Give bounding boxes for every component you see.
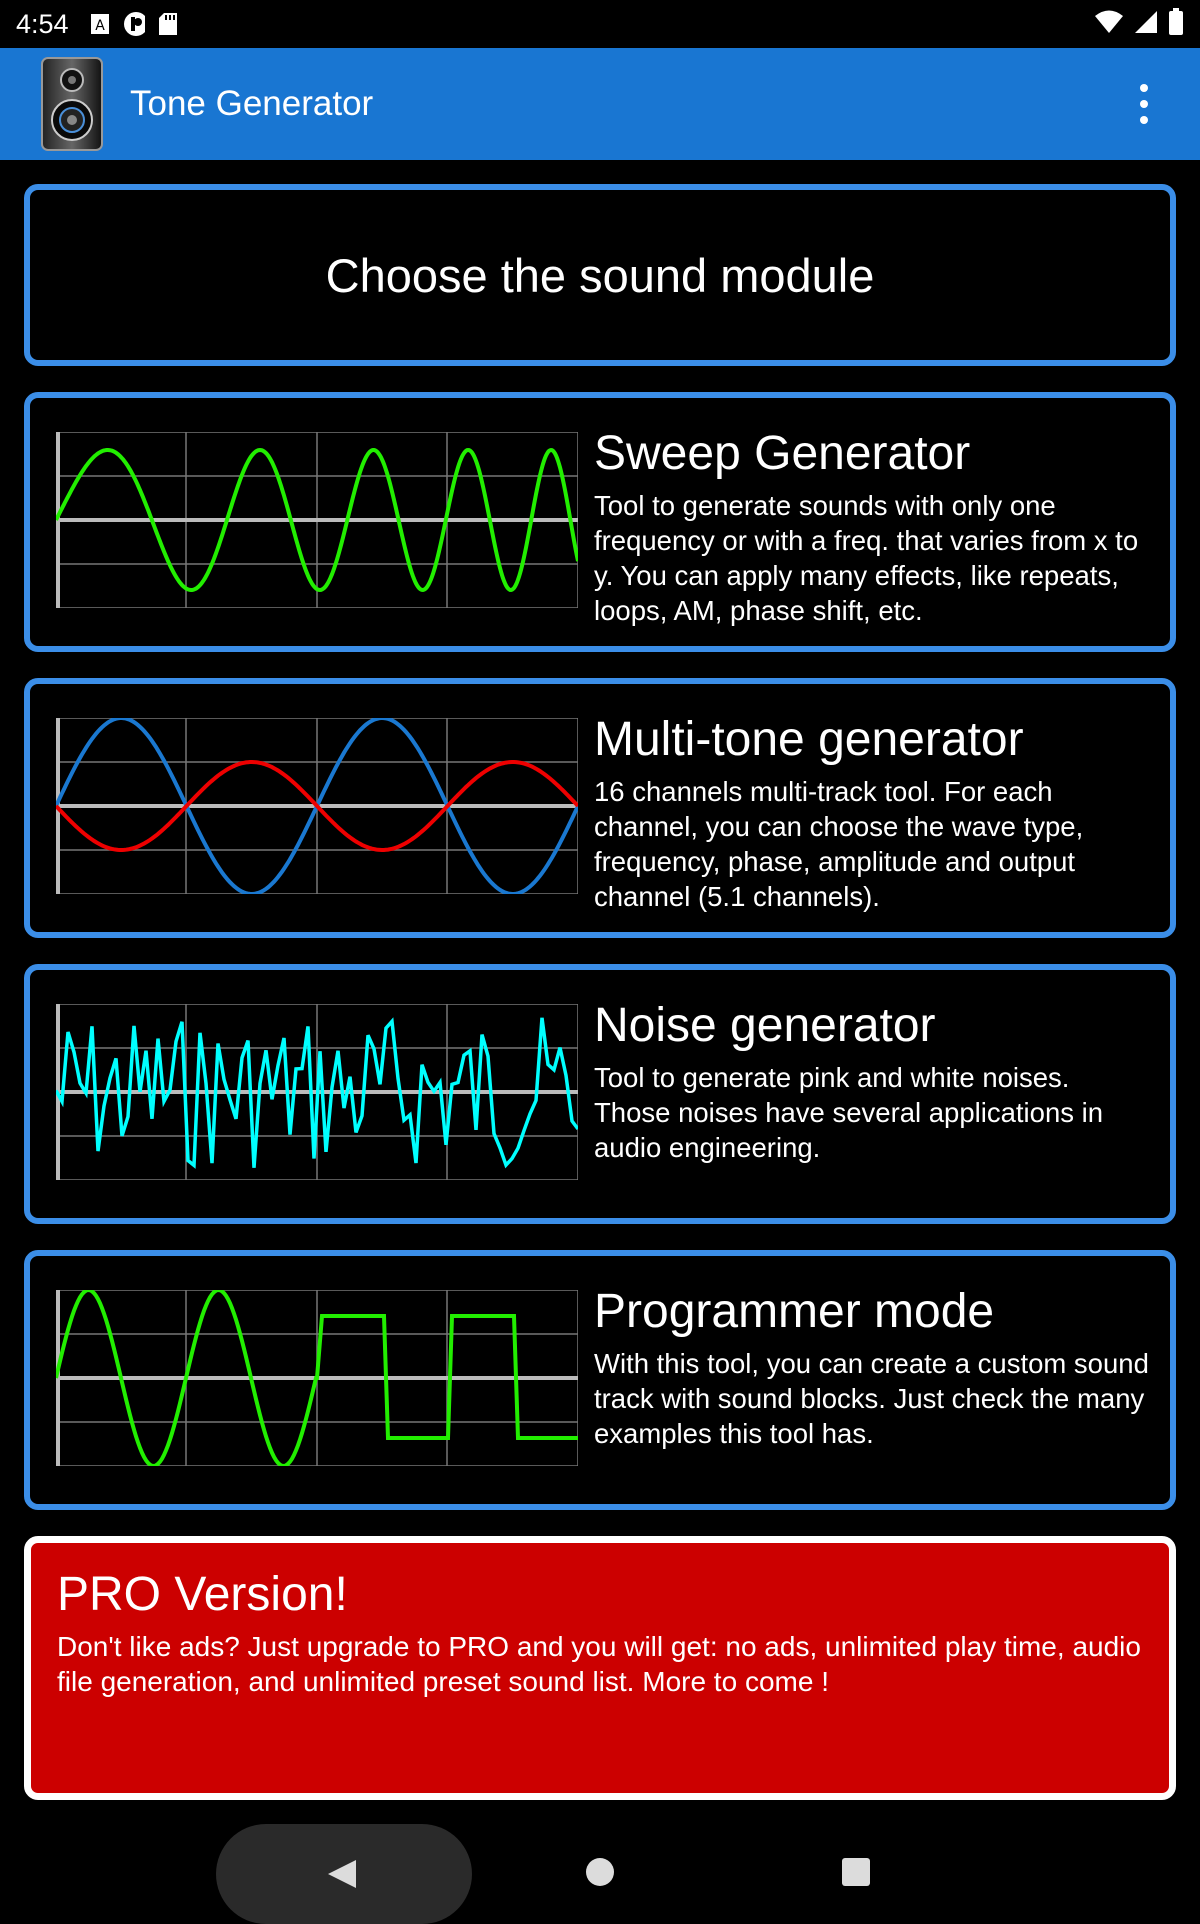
module-title: Noise generator [594,999,936,1052]
wifi-icon [1094,9,1124,40]
pro-title: PRO Version! [57,1568,348,1621]
grid [56,432,578,608]
keyboard-notification-icon: A [89,11,111,37]
noise-generator-card[interactable]: Noise generator Tool to generate pink an… [24,964,1176,1224]
programmer-mode-card[interactable]: Programmer mode With this tool, you can … [24,1250,1176,1510]
module-description: 16 channels multi-track tool. For each c… [594,776,1084,912]
app-title: Tone Generator [130,84,374,123]
navigation-bar [0,1824,1200,1924]
pro-description: Don't like ads? Just upgrade to PRO and … [57,1631,1141,1697]
module-description: Tool to generate sounds with only one fr… [594,490,1139,626]
app-bar: Tone Generator [0,48,1200,160]
recents-button[interactable] [842,1858,870,1886]
multi-tone-generator-card[interactable]: Multi-tone generator 16 channels multi-t… [24,678,1176,938]
noise-wave-preview [56,1004,578,1180]
home-button[interactable] [586,1858,614,1886]
status-bar: 4:54 A [0,0,1200,48]
sweep-wave-preview [56,432,578,608]
module-title: Sweep Generator [594,427,971,480]
choose-module-header: Choose the sound module [24,184,1176,366]
status-time: 4:54 [16,8,69,39]
svg-text:A: A [95,18,105,34]
overflow-menu-icon[interactable] [1126,74,1162,134]
back-icon [326,1858,358,1895]
multitone-wave-preview [56,718,578,894]
module-title: Programmer mode [594,1285,995,1338]
speaker-logo-icon [38,54,106,154]
module-description: With this tool, you can create a custom … [594,1348,1149,1449]
sd-card-icon [157,11,179,37]
programmer-wave-preview [56,1290,578,1466]
module-title: Multi-tone generator [594,713,1024,766]
pro-version-banner[interactable]: PRO Version! Don't like ads? Just upgrad… [24,1536,1176,1800]
header-text: Choose the sound module [325,248,875,302]
sweep-generator-card[interactable]: Sweep Generator Tool to generate sounds … [24,392,1176,652]
cell-signal-icon [1134,9,1158,40]
battery-icon [1168,7,1184,41]
app-notification-icon [123,11,145,37]
module-description: Tool to generate pink and white noises. … [594,1062,1104,1163]
